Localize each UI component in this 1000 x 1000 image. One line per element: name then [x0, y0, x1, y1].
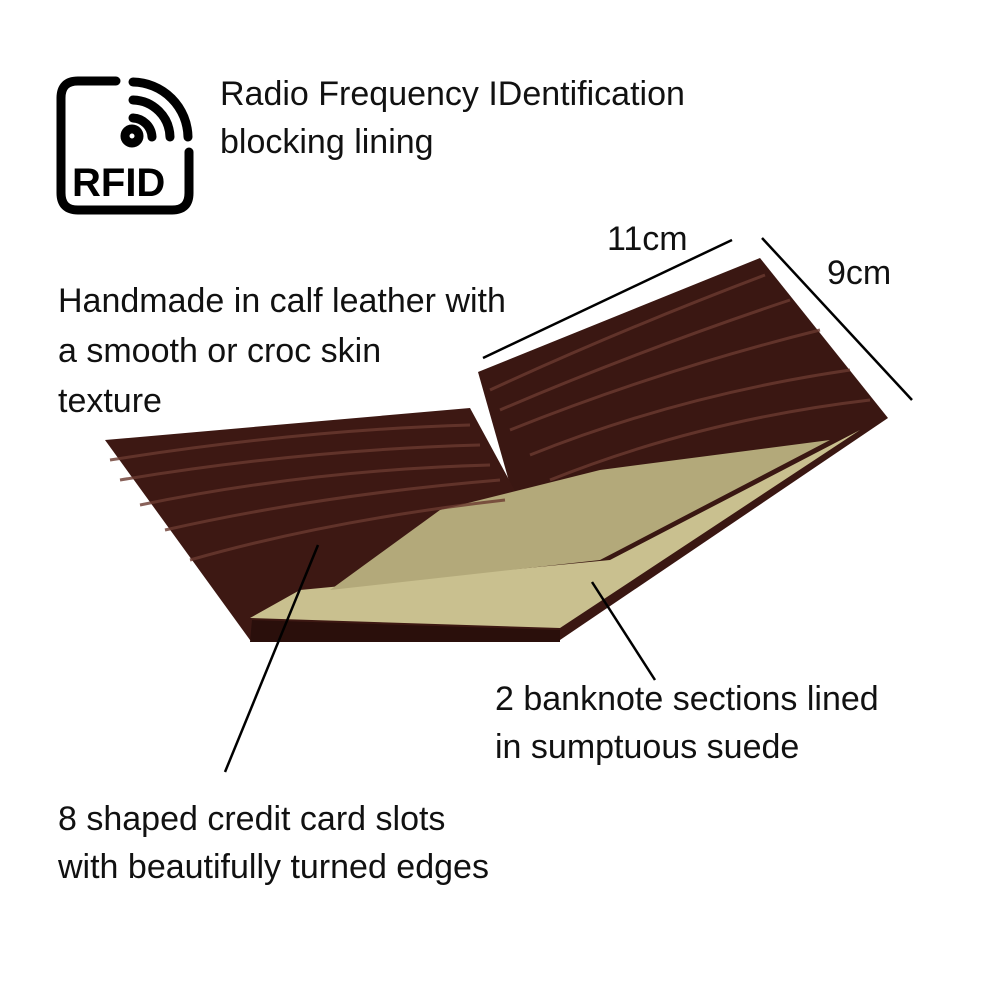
height-label: 9cm [827, 254, 892, 292]
leather-caption: Handmade in calf leather with a smooth o… [58, 276, 506, 426]
width-dimension-line [482, 238, 733, 360]
banknote-pointer-line [590, 581, 657, 681]
width-label: 11cm [607, 220, 688, 258]
rfid-icon-label: RFID [72, 161, 165, 205]
rfid-icon [56, 76, 194, 215]
leather-caption-line: a smooth or croc skin [58, 332, 382, 370]
banknote-caption-line: in sumptuous suede [495, 728, 800, 766]
card-slot-pointer-line [223, 544, 320, 773]
rfid-caption-line: blocking lining [220, 123, 434, 161]
card-caption-line: with beautifully turned edges [58, 848, 489, 886]
leather-caption-line: Handmade in calf leather with [58, 282, 506, 320]
rfid-caption-line: Radio Frequency IDentification [220, 75, 685, 113]
banknote-caption: 2 banknote sections lined in sumptuous s… [495, 675, 879, 771]
banknote-caption-line: 2 banknote sections lined [495, 680, 879, 718]
card-caption-line: 8 shaped credit card slots [58, 800, 446, 838]
leather-caption-line: texture [58, 382, 162, 420]
wallet-image [105, 258, 888, 642]
rfid-caption: Radio Frequency IDentification blocking … [220, 70, 685, 166]
height-dimension-line [761, 237, 913, 401]
card-caption: 8 shaped credit card slots with beautifu… [58, 795, 489, 891]
